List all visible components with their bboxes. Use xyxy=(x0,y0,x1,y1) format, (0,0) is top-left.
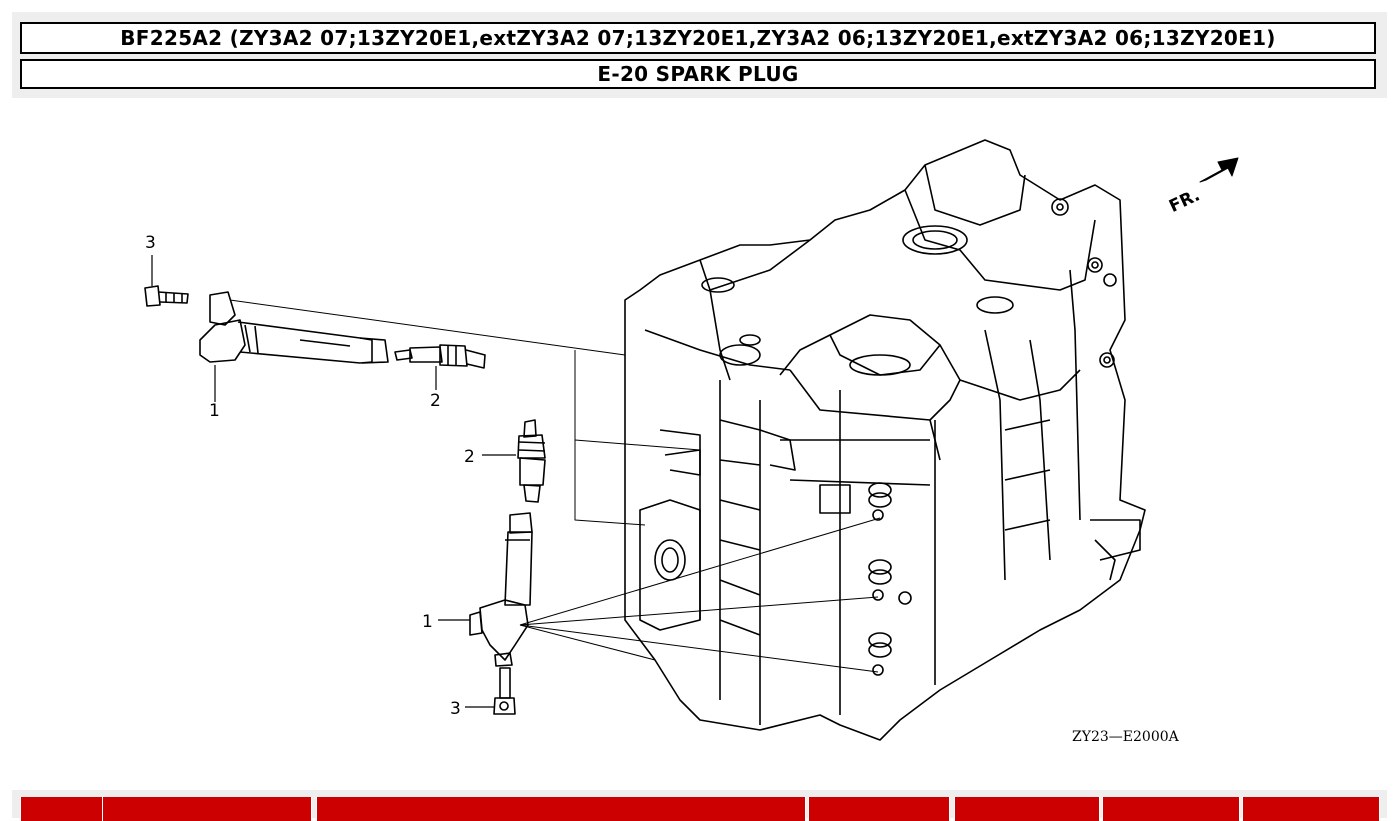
front-arrow-icon xyxy=(1199,157,1239,183)
parts-table-header xyxy=(12,790,1387,821)
callout-coil-top: 1 xyxy=(209,401,220,421)
table-col-header xyxy=(102,797,312,821)
bolt-top xyxy=(144,285,189,307)
spark-plug-lower xyxy=(517,419,546,503)
table-col-header xyxy=(20,797,108,821)
callout-plug-top: 2 xyxy=(430,391,441,411)
callout-bolt-lower: 3 xyxy=(450,699,461,719)
table-col-header xyxy=(954,797,1100,821)
table-col-header xyxy=(1242,797,1380,821)
header: BF225A2 (ZY3A2 07;13ZY20E1,extZY3A2 07;1… xyxy=(12,12,1387,98)
engine-block xyxy=(624,139,1146,741)
spark-plug-top xyxy=(394,344,486,369)
bolt-lower xyxy=(493,667,516,715)
callout-bolt-top: 3 xyxy=(145,233,156,253)
ignition-coil-top xyxy=(199,291,389,364)
leader-lines xyxy=(229,299,881,673)
table-col-header xyxy=(1102,797,1240,821)
model-title: BF225A2 (ZY3A2 07;13ZY20E1,extZY3A2 07;1… xyxy=(20,22,1376,54)
table-col-header xyxy=(316,797,806,821)
callout-plug-lower: 2 xyxy=(464,447,475,467)
callout-coil-lower: 1 xyxy=(422,612,433,632)
callout-leaders xyxy=(151,255,516,708)
section-title: E-20 SPARK PLUG xyxy=(20,59,1376,89)
front-label: FR. xyxy=(1166,185,1203,216)
table-col-header xyxy=(808,797,950,821)
ignition-coil-lower xyxy=(469,512,533,667)
parts-diagram: 3 1 2 2 1 3 FR. ZY23—E2000A xyxy=(144,139,1239,745)
reference-code: ZY23—E2000A xyxy=(1072,729,1180,745)
